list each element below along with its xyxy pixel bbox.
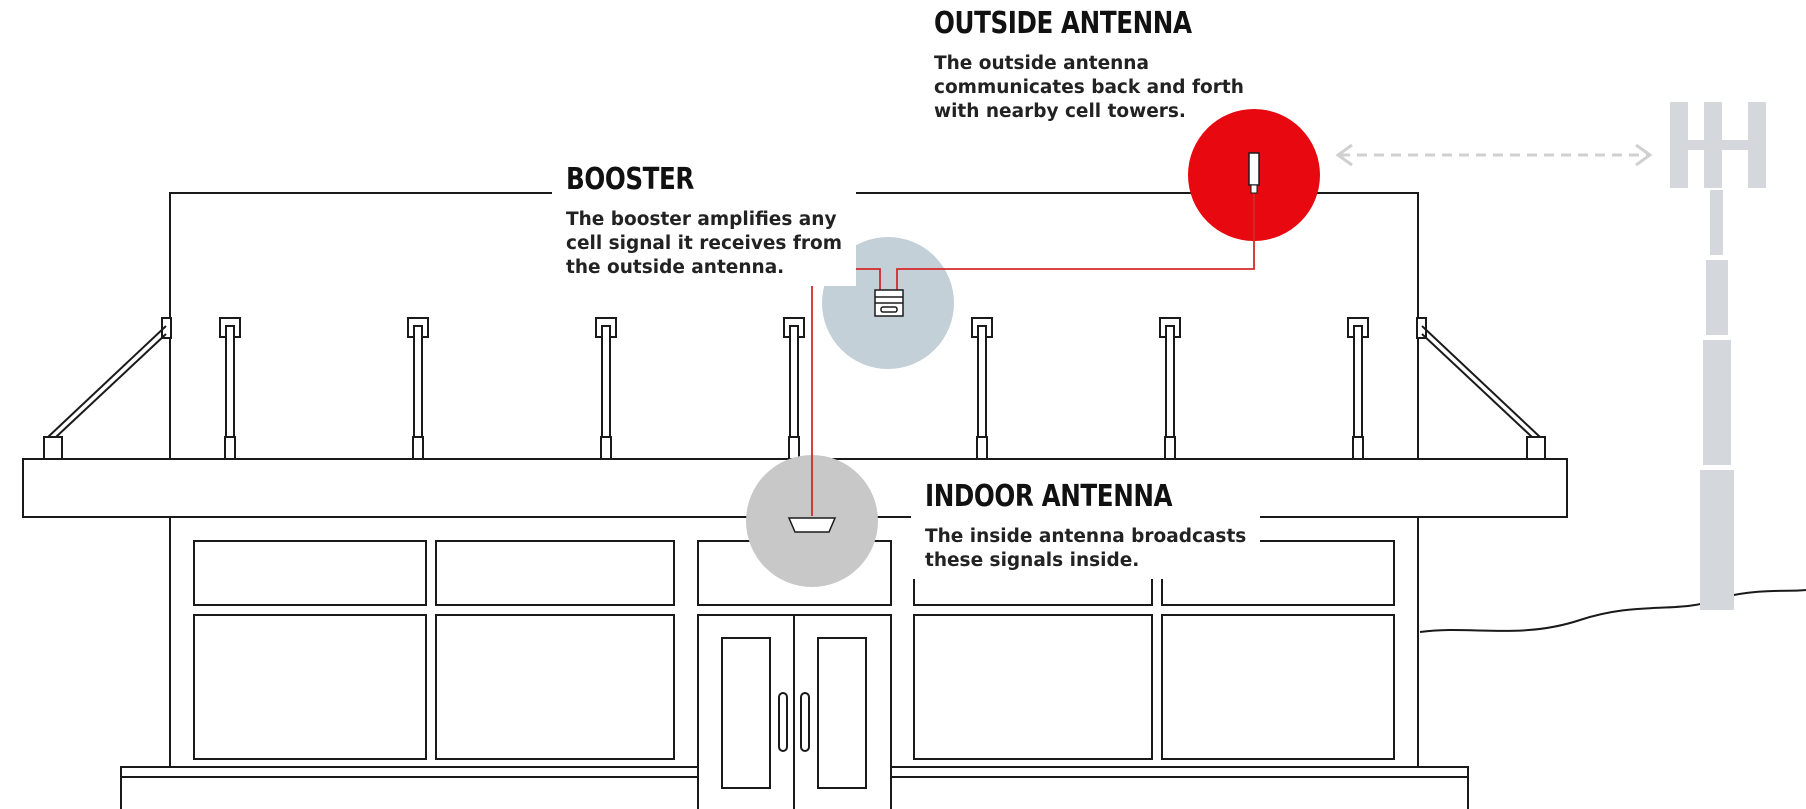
awning-braces: [43, 317, 1546, 460]
booster-title: BOOSTER: [566, 162, 694, 197]
cell-tower-icon: [1670, 102, 1766, 610]
outside-antenna-description: The outside antenna communicates back an…: [934, 53, 1244, 122]
outside-antenna-icon: [1248, 152, 1260, 194]
ground-line: [1419, 589, 1806, 633]
signal-arrow-icon: [1335, 143, 1653, 167]
awning-supports: [219, 317, 1369, 460]
indoor-antenna-title: INDOOR ANTENNA: [925, 479, 1173, 514]
indoor-antenna-icon: [787, 517, 837, 533]
outside-antenna-label: OUTSIDE ANTENNA The outside antenna comm…: [920, 4, 1262, 130]
indoor-antenna-description: The inside antenna broadcasts these sign…: [925, 526, 1247, 571]
booster-device-icon: [874, 289, 904, 317]
signal-cable: [896, 190, 1255, 290]
booster-description: The booster amplifies any cell signal it…: [566, 209, 843, 278]
indoor-antenna-label: INDOOR ANTENNA The inside antenna broadc…: [911, 477, 1261, 579]
booster-label: BOOSTER The booster amplifies any cell s…: [552, 160, 857, 286]
entrance-doors: [697, 614, 892, 809]
outside-antenna-title: OUTSIDE ANTENNA: [934, 6, 1192, 41]
